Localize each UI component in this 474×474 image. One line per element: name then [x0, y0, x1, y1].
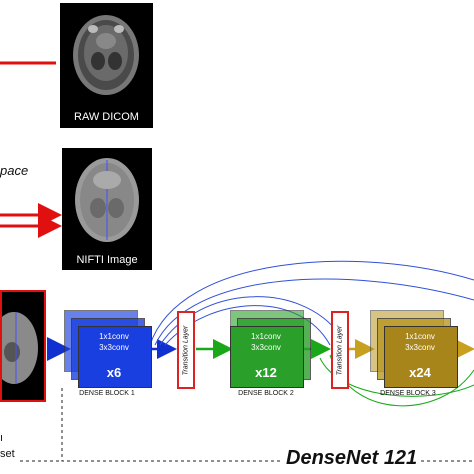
dataset-text-fragment-2: ı — [0, 432, 4, 444]
raw-dicom-caption: RAW DICOM — [74, 111, 139, 123]
nifti-caption: NIFTI Image — [76, 254, 138, 266]
densenet-bracket — [61, 388, 474, 462]
transition-label-1: Transition Layer — [182, 325, 190, 375]
block2-name: DENSE BLOCK 2 — [238, 390, 294, 397]
block3-conv2: 3x3conv — [405, 343, 435, 352]
raw-dicom-image: RAW DICOM — [60, 3, 153, 128]
block3-name: DENSE BLOCK 3 — [380, 390, 436, 397]
skip-arc-green-2 — [319, 357, 474, 397]
block1-multiplier: x6 — [106, 365, 122, 380]
nifti-image: NIFTI Image — [62, 148, 152, 270]
nifti-scan-illustration — [75, 158, 139, 242]
block1-conv2: 3x3conv — [99, 343, 129, 352]
space-text-fragment: pace — [0, 163, 29, 178]
block3-conv1: 1x1conv — [405, 332, 435, 341]
skip-arc-blue-2 — [154, 278, 474, 346]
input-image — [0, 290, 46, 402]
transition-label-2: Transition Layer — [336, 325, 344, 375]
transition-layer-1: Transition Layer — [177, 311, 195, 389]
input-scan-illustration — [0, 312, 38, 384]
transition-layer-2: Transition Layer — [331, 311, 349, 389]
block1-name: DENSE BLOCK 1 — [79, 390, 135, 397]
brain-scan-illustration — [73, 15, 139, 95]
block2-conv2: 3x3conv — [251, 343, 281, 352]
block1-conv1: 1x1conv — [99, 332, 129, 341]
block2-multiplier: x12 — [255, 365, 277, 380]
densenet-title: DenseNet 121 — [282, 447, 422, 470]
dataset-text-fragment: set — [0, 448, 15, 460]
skip-arc-blue-1 — [149, 260, 474, 346]
block3-multiplier: x24 — [409, 365, 431, 380]
block2-conv1: 1x1conv — [251, 332, 281, 341]
